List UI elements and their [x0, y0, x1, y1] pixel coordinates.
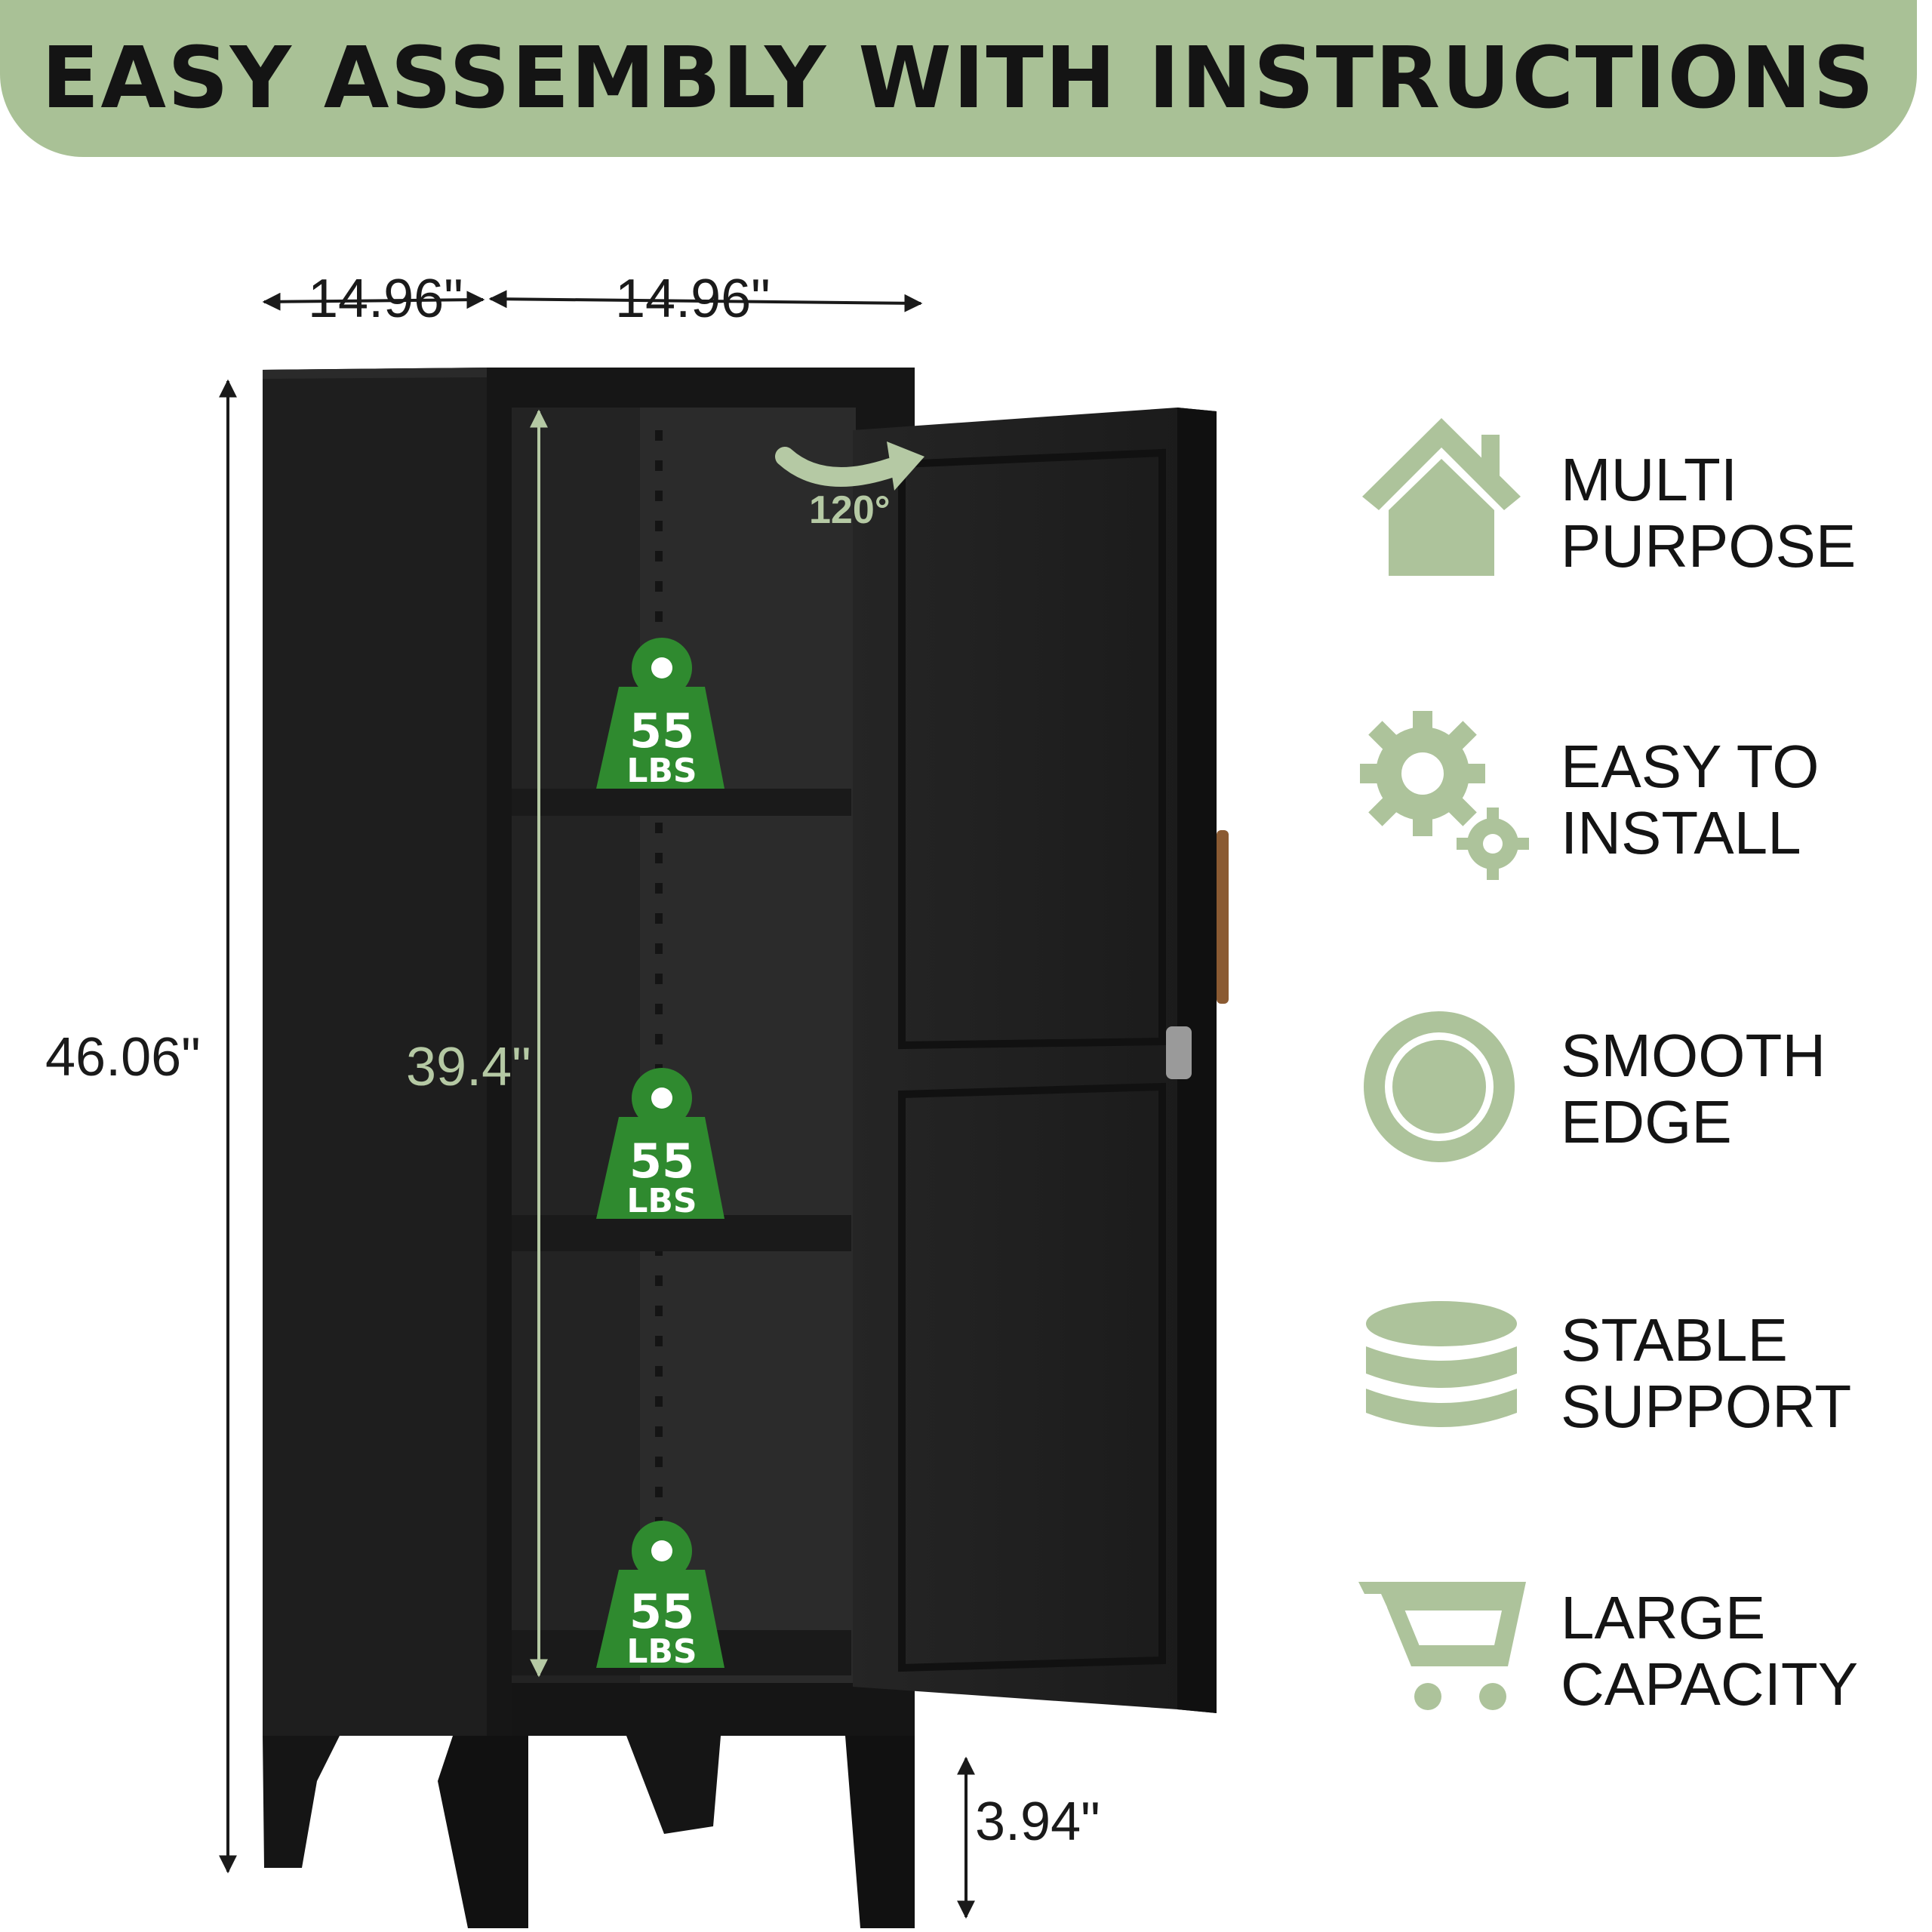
cabinet-door	[853, 408, 1217, 1713]
door-edge	[1177, 408, 1217, 1713]
cart-icon	[1358, 1582, 1526, 1710]
feature-line: STABLE	[1561, 1306, 1788, 1374]
shelf-load-unit: LBS	[626, 1182, 697, 1220]
feature-line: INSTALL	[1561, 799, 1801, 866]
feature-large-capacity: LARGE CAPACITY	[1561, 1585, 1858, 1718]
feature-multi-purpose: MULTI PURPOSE	[1561, 447, 1856, 580]
door-handle	[1217, 830, 1229, 1004]
width-dimension-label: 14.96"	[308, 269, 463, 329]
leg-back-left	[263, 1736, 340, 1868]
shelf-1	[512, 789, 851, 816]
banner-title: EASY ASSEMBLY WITH INSTRUCTIONS	[41, 29, 1876, 128]
gears-icon	[1360, 711, 1529, 880]
door-panel-upper	[898, 448, 1166, 1050]
circle-icon	[1364, 1011, 1515, 1162]
cabinet-base	[512, 1683, 915, 1736]
weight-badge-2	[596, 1068, 724, 1219]
door-rotation-arrowhead	[887, 441, 924, 491]
shelf-load-value: 55	[629, 1134, 695, 1189]
width-dim-line	[262, 291, 485, 311]
shelf-load-unit: LBS	[626, 1632, 697, 1671]
shelf-load-label-1: 55 LBS	[586, 708, 737, 788]
house-icon	[1362, 418, 1521, 576]
feature-line: EASY TO	[1561, 733, 1820, 800]
feature-line: SUPPORT	[1561, 1373, 1852, 1440]
feature-smooth-edge: SMOOTH EDGE	[1561, 1023, 1826, 1155]
door-panel-lower	[898, 1082, 1166, 1672]
shelf-load-unit: LBS	[626, 752, 697, 790]
depth-dim-line	[488, 290, 923, 312]
stack-icon	[1366, 1301, 1517, 1427]
door-lock	[1166, 1026, 1192, 1079]
door-angle-label: 120°	[809, 488, 891, 532]
door-rotation-arrow	[775, 447, 900, 487]
feature-line: CAPACITY	[1561, 1651, 1859, 1718]
feature-easy-to-install: EASY TO INSTALL	[1561, 734, 1819, 866]
leg-height-label: 3.94"	[975, 1792, 1100, 1852]
weight-badge-3	[596, 1521, 724, 1668]
shelf-load-label-2: 55 LBS	[586, 1138, 737, 1218]
feature-stable-support: STABLE SUPPORT	[1561, 1307, 1851, 1440]
leg-front-right	[845, 1736, 915, 1928]
leg-front-left	[438, 1736, 528, 1928]
shelf-2	[512, 1215, 851, 1251]
weight-badge-1	[596, 638, 724, 789]
feature-line: LARGE	[1561, 1584, 1766, 1651]
shelf-load-value: 55	[629, 703, 695, 758]
header-banner: EASY ASSEMBLY WITH INSTRUCTIONS	[0, 0, 1917, 157]
depth-dimension-label: 14.96"	[615, 269, 771, 329]
feature-line: MULTI	[1561, 446, 1738, 513]
shelf-load-value: 55	[629, 1584, 695, 1639]
feature-line: SMOOTH	[1561, 1022, 1826, 1089]
shelf-load-label-3: 55 LBS	[586, 1589, 737, 1669]
feature-line: PURPOSE	[1561, 512, 1857, 580]
height-dimension-label: 46.06"	[45, 1027, 201, 1088]
feature-line: EDGE	[1561, 1088, 1732, 1155]
cabinet-side	[263, 368, 487, 1736]
interior-height-label: 39.4"	[406, 1037, 531, 1097]
leg-back-right	[626, 1736, 721, 1834]
